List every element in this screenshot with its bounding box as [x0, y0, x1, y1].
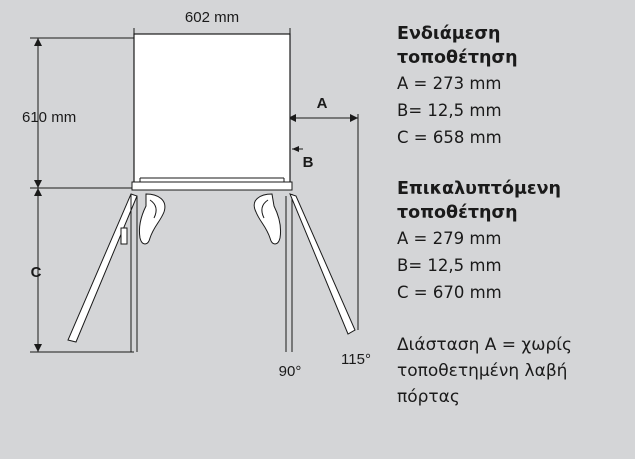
- overlay-installation-group: Επικαλυπτόμενη τοποθέτηση A = 279 mm B= …: [397, 177, 633, 306]
- appliance-body: [133, 33, 291, 189]
- overlay-dim-c: C = 670 mm: [397, 283, 502, 302]
- door-right: [253, 193, 356, 352]
- dimension-a-note: Διάσταση A = χωρίς τοποθετημένη λαβή πόρ…: [397, 335, 573, 407]
- dimension-b-label: B: [303, 154, 314, 171]
- width-label: 602 mm: [185, 9, 239, 26]
- appliance-dimension-diagram: 602 mm 610 mm A B C 90° 115°: [22, 9, 371, 380]
- height-label: 610 mm: [22, 109, 76, 126]
- specifications-panel: Ενδιάμεση τοποθέτηση A = 273 mm B= 12,5 …: [397, 22, 633, 410]
- integrated-installation-group: Ενδιάμεση τοποθέτηση A = 273 mm B= 12,5 …: [397, 22, 633, 151]
- overlay-installation-title: Επικαλυπτόμενη τοποθέτηση: [397, 179, 561, 223]
- door-left: [67, 193, 166, 352]
- appliance-base: [131, 177, 293, 191]
- angle-115-label: 115°: [341, 351, 371, 368]
- dimension-a-label: A: [317, 95, 328, 112]
- angle-90-label: 90°: [279, 363, 302, 380]
- overlay-dim-b: B= 12,5 mm: [397, 256, 502, 275]
- overlay-dim-a: A = 279 mm: [397, 229, 502, 248]
- dimension-c-label: C: [31, 264, 42, 281]
- integrated-dim-a: A = 273 mm: [397, 74, 502, 93]
- integrated-dim-c: C = 658 mm: [397, 128, 502, 147]
- dimension-lines: [30, 28, 359, 353]
- integrated-dim-b: B= 12,5 mm: [397, 101, 502, 120]
- integrated-installation-title: Ενδιάμεση τοποθέτηση: [397, 24, 518, 68]
